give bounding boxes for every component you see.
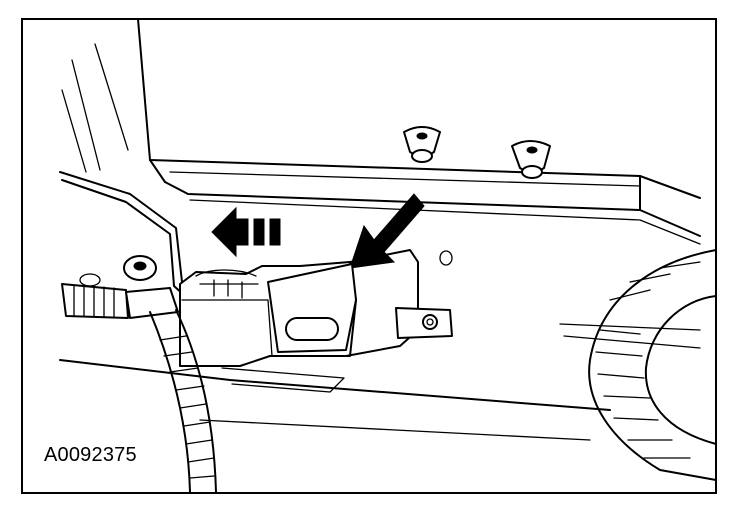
retainer-clip-2	[511, 140, 551, 179]
latch-bracket	[179, 261, 357, 393]
pointer-arrow-icon	[349, 193, 425, 269]
trim-panel	[149, 159, 701, 245]
upper-pillar	[61, 18, 166, 183]
figure-border	[21, 18, 717, 494]
figure-id-label: A0092375	[44, 444, 137, 466]
retainer-clip-1	[403, 126, 441, 163]
panel-hole	[439, 250, 453, 266]
lower-sill	[59, 323, 701, 441]
direction-arrow-icon	[211, 206, 281, 258]
round-component	[588, 249, 717, 481]
side-panel	[345, 249, 453, 357]
connector-plug	[61, 255, 179, 319]
wiring-harness	[149, 309, 217, 493]
